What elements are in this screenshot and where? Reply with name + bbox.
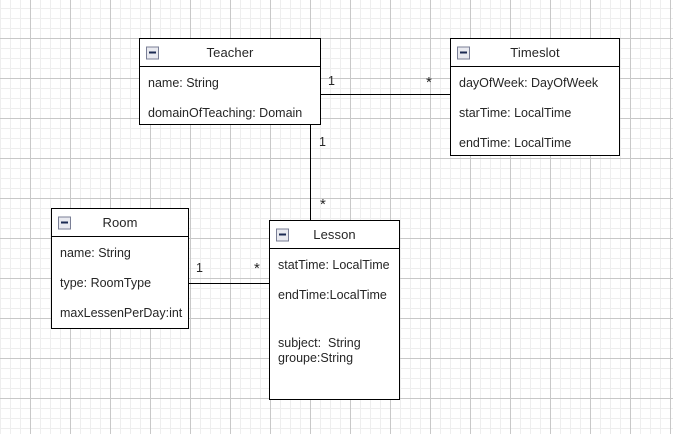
uml-attribute: endTime:LocalTime — [278, 288, 387, 302]
multiplicity-label: * — [254, 260, 260, 277]
uml-attribute: statTime: LocalTime — [278, 258, 390, 272]
uml-attribute: name: String — [60, 246, 131, 260]
collapse-minus-icon[interactable] — [457, 46, 470, 59]
association-line-teacher-timeslot[interactable] — [320, 94, 451, 95]
association-line-room-lesson[interactable] — [189, 283, 270, 284]
uml-class-header-timeslot: Timeslot — [451, 39, 619, 67]
uml-attribute: dayOfWeek: DayOfWeek — [459, 76, 599, 90]
uml-class-title: Lesson — [313, 227, 356, 242]
uml-attribute: name: String — [148, 76, 219, 90]
uml-class-attributes-teacher: name: String domainOfTeaching: Domain — [140, 67, 320, 121]
uml-attribute: type: RoomType — [60, 276, 152, 290]
uml-class-timeslot[interactable]: Timeslot dayOfWeek: DayOfWeek starTime: … — [450, 38, 620, 156]
uml-attribute: subject: String — [278, 336, 361, 350]
uml-class-attributes-room: name: String type: RoomType maxLessenPer… — [52, 237, 188, 321]
collapse-minus-icon[interactable] — [146, 46, 159, 59]
uml-attribute: domainOfTeaching: Domain — [148, 106, 303, 120]
uml-class-room[interactable]: Room name: String type: RoomType maxLess… — [51, 208, 189, 329]
uml-attribute: groupe:String — [278, 351, 354, 365]
multiplicity-label: * — [426, 74, 432, 91]
association-line-teacher-lesson[interactable] — [310, 124, 311, 221]
uml-attribute: endTime: LocalTime — [459, 136, 572, 150]
uml-class-lesson[interactable]: Lesson statTime: LocalTime endTime:Local… — [269, 220, 400, 400]
multiplicity-label: 1 — [196, 261, 203, 275]
uml-class-title: Timeslot — [510, 45, 560, 60]
uml-class-header-lesson: Lesson — [270, 221, 399, 249]
uml-class-teacher[interactable]: Teacher name: String domainOfTeaching: D… — [139, 38, 321, 125]
multiplicity-label: 1 — [319, 135, 326, 149]
collapse-minus-icon[interactable] — [276, 228, 289, 241]
collapse-minus-icon[interactable] — [58, 216, 71, 229]
uml-class-attributes-timeslot: dayOfWeek: DayOfWeek starTime: LocalTime… — [451, 67, 619, 151]
uml-class-header-teacher: Teacher — [140, 39, 320, 67]
uml-class-attributes-lesson: statTime: LocalTime endTime:LocalTime su… — [270, 249, 399, 366]
uml-class-title: Room — [102, 215, 138, 230]
uml-class-title: Teacher — [206, 45, 254, 60]
uml-class-header-room: Room — [52, 209, 188, 237]
uml-attribute: starTime: LocalTime — [459, 106, 572, 120]
uml-attribute: maxLessenPerDay:int — [60, 306, 183, 320]
multiplicity-label: * — [320, 196, 326, 213]
multiplicity-label: 1 — [328, 74, 335, 88]
